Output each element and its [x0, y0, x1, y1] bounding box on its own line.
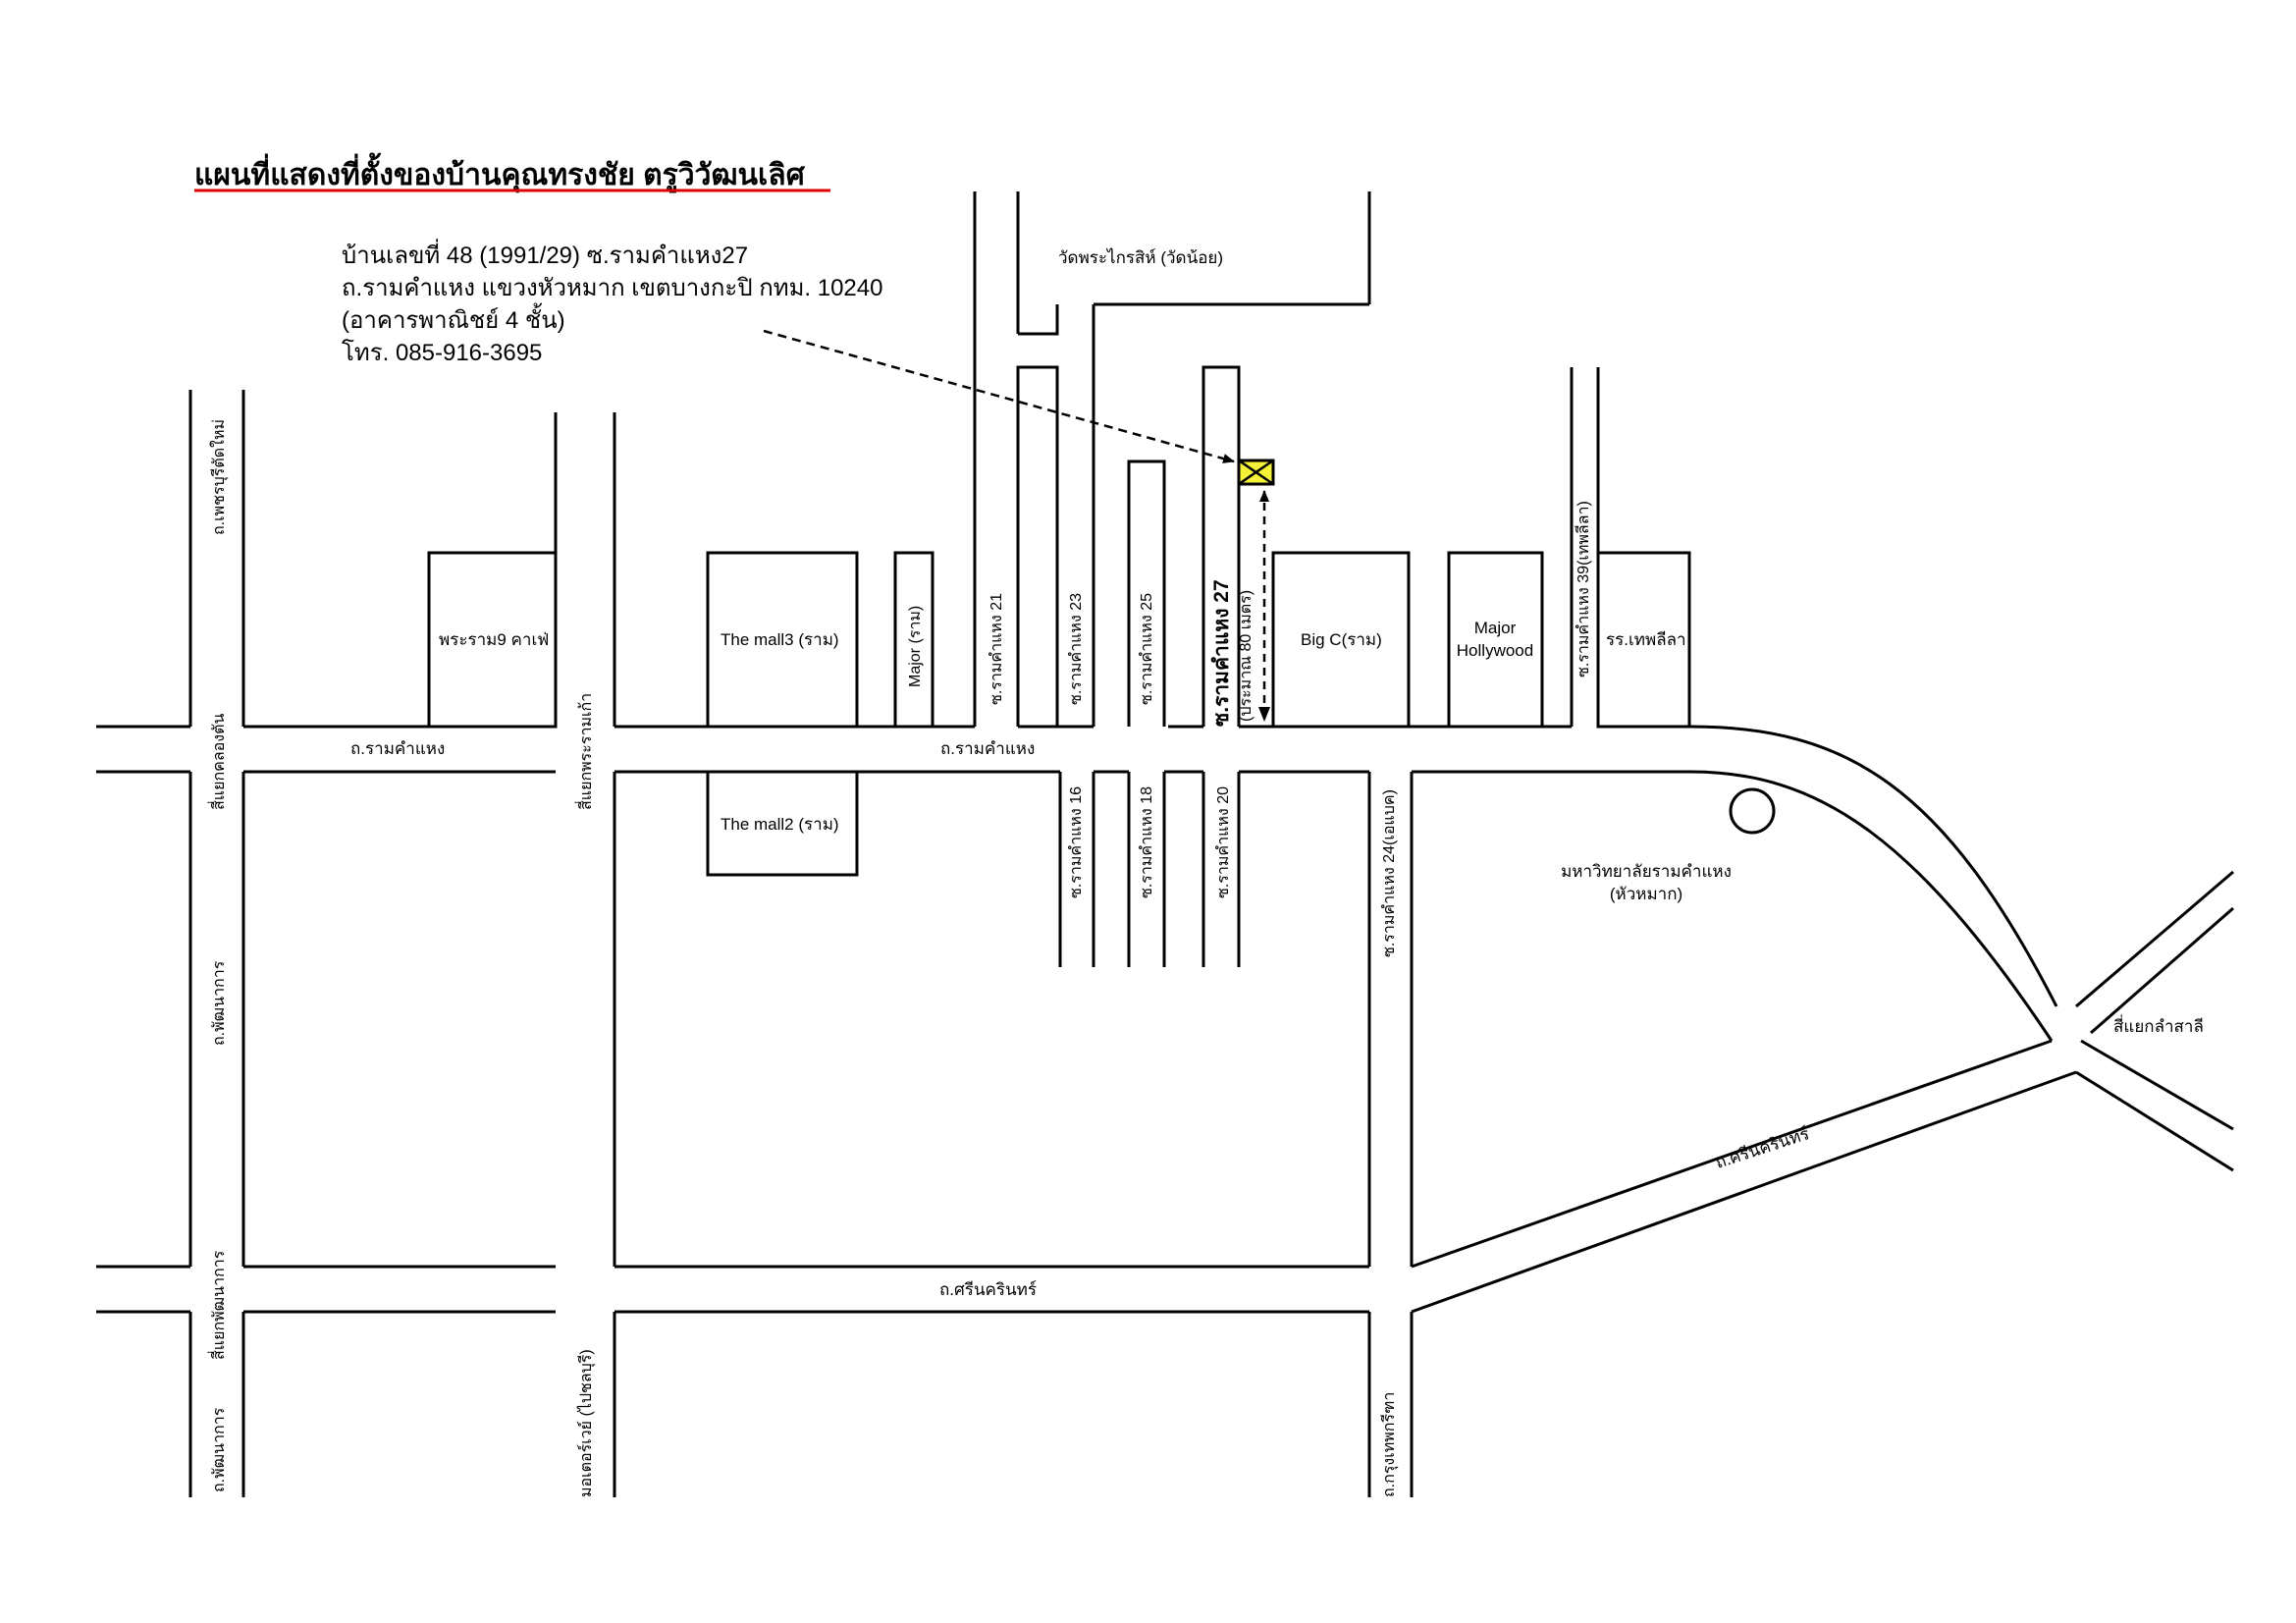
- big-c-building: [1271, 551, 1411, 729]
- address-line-1: บ้านเลขที่ 48 (1991/29) ซ.รามคำแหง27: [342, 239, 748, 269]
- distance-arrow-tail: [1258, 707, 1270, 722]
- address-line-3: (อาคารพาณิชย์ 4 ชั้น): [342, 302, 565, 334]
- landmark-mall2: The mall2 (ราม): [721, 815, 839, 834]
- roundabout-icon: [1729, 787, 1776, 835]
- the-mall2-building: [706, 770, 859, 877]
- major-ram-building: [893, 551, 934, 729]
- landmark-major-hollywood-line1: Major: [1474, 619, 1517, 637]
- soi-label-23: ซ.รามคำแหง 23: [1068, 593, 1085, 705]
- road-label-srinakarin: ถ.ศรีนครินทร์: [939, 1280, 1037, 1299]
- road-network: [96, 191, 2234, 1497]
- landmark-major-hollywood-line2: Hollywood: [1457, 641, 1533, 660]
- intersection-label-phatthanakan: สี่แยกพัฒนาการ: [207, 1250, 228, 1360]
- address-pointer-arrow: [763, 329, 1235, 463]
- road-label-phatthanakan: ถ.พัฒนาการ: [211, 960, 228, 1046]
- the-mall3-building: [706, 551, 859, 729]
- landmark-university-line1: มหาวิทยาลัยรามคำแหง: [1561, 862, 1732, 881]
- soi-label-25: ซ.รามคำแหง 25: [1139, 593, 1155, 705]
- intersection-label-khlong-tan: สี่แยกคลองตัน: [207, 714, 228, 810]
- intersection-label-lam-sali: สี่แยกลำสาลี: [2113, 1014, 2204, 1036]
- landmark-university-line2: (หัวหมาก): [1610, 885, 1682, 903]
- soi-label-18: ซ.รามคำแหง 18: [1139, 786, 1155, 898]
- address-line-2: ถ.รามคำแหง แขวงหัวหมาก เขตบางกะปิ กทม. 1…: [342, 275, 882, 301]
- map-title: แผนที่แสดงที่ตั้งของบ้านคุณทรงชัย ตรูวิว…: [194, 152, 806, 193]
- landmark-rama9-cafe: พระราม9 คาเฟ่: [439, 630, 549, 649]
- road-label-krungthep-kreetha: ถ.กรุงเทพกรีฑา: [1380, 1392, 1399, 1497]
- rama9-cafe-building: [427, 551, 558, 729]
- road-label-ramkhamhaeng-mid: ถ.รามคำแหง: [940, 739, 1035, 758]
- road-label-motorway: มอเตอร์เวย์ (ไปชลบุรี): [576, 1349, 596, 1497]
- major-hollywood-building: [1447, 551, 1544, 729]
- landmark-mall3: The mall3 (ราม): [721, 630, 839, 649]
- house-location-marker: [1237, 459, 1275, 486]
- landmark-major-ram: Major (ราม): [907, 606, 924, 687]
- soi-label-16: ซ.รามคำแหง 16: [1068, 786, 1085, 898]
- soi-label-39: ซ.รามคำแหง 39(เทพลีลา): [1575, 501, 1592, 677]
- distance-note: (ประมาณ 80 เมตร): [1238, 590, 1255, 722]
- soi-label-20: ซ.รามคำแหง 20: [1215, 786, 1232, 898]
- road-label-srinakarin-diagonal: ถ.ศรีนครินทร์: [1713, 1124, 1811, 1172]
- landmark-temple: วัดพระไกรสิห์ (วัดน้อย): [1058, 247, 1223, 267]
- road-label-phatthanakan-bottom: ถ.พัฒนาการ: [211, 1407, 228, 1492]
- address-line-4-phone: โทร. 085-916-3695: [342, 339, 542, 366]
- landmark-big-c: Big C(ราม): [1301, 630, 1382, 649]
- soi-label-21: ซ.รามคำแหง 21: [988, 593, 1005, 705]
- road-label-phetchaburi: ถ.เพชรบุรีตัดใหม่: [209, 419, 229, 535]
- landmark-school: รร.เทพลีลา: [1606, 630, 1686, 649]
- soi-label-27: ซ.รามคำแหง 27: [1210, 579, 1233, 727]
- thepleela-school-building: [1596, 551, 1691, 729]
- soi-label-24: ซ.รามคำแหง 24(เอแบค): [1381, 789, 1398, 957]
- road-label-ramkhamhaeng-west: ถ.รามคำแหง: [350, 739, 445, 758]
- intersection-label-phra-ram-kao: สี่แยกพระรามเก้า: [574, 693, 595, 810]
